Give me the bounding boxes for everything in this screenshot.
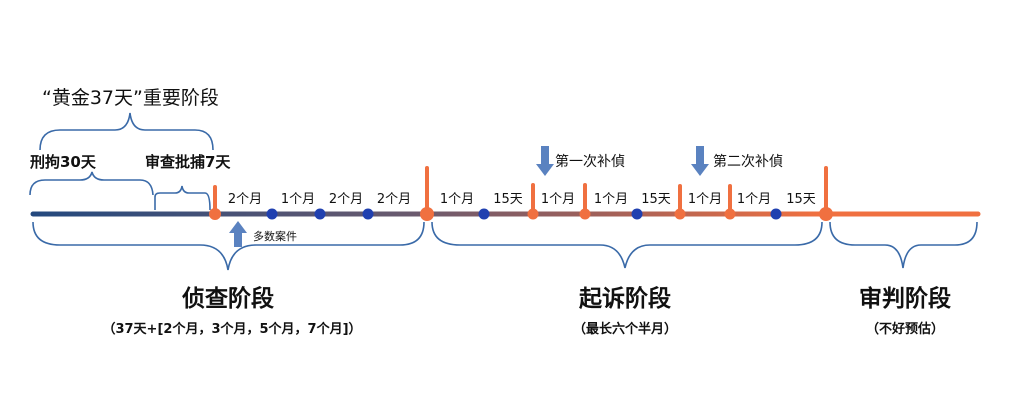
brace-review [154,185,211,211]
stage-note: （最长六个半月） [573,321,677,337]
brace-investigation [32,221,425,271]
most-cases-label: 多数案件 [253,229,297,243]
blue-dots [266,208,782,220]
segment-label: 15天 [641,192,671,207]
segment-label: 1个月 [440,192,474,207]
stage-titles: 侦查阶段 （37天+[2个月，3个月，5个月，7个月]） 起诉阶段 （最长六个半… [102,285,951,337]
stage-name: 审判阶段 [859,285,951,312]
arrow-down-icon [691,146,709,176]
arrows [229,146,709,247]
braces [29,112,978,271]
stage-name: 侦查阶段 [182,285,274,312]
segment-label: 2个月 [377,192,411,207]
segment-label: 1个月 [541,192,575,207]
segment-label: 2个月 [228,192,262,207]
brace-prosecution [431,221,823,269]
arrow-down-icon [536,146,554,176]
stage-note: （37天+[2个月，3个月，5个月，7个月]） [102,321,361,337]
title: “黄金37天”重要阶段 [42,87,219,109]
segment-label: 1个月 [688,192,722,207]
detention-label: 刑拘30天 [30,153,97,171]
segment-labels: 2个月 1个月 2个月 2个月 1个月 15天 1个月 1个月 15天 1个月 … [228,192,816,207]
segment-label: 1个月 [737,192,771,207]
stage-ticks [213,166,828,216]
supplement-1-label: 第一次补偵 [555,153,625,170]
review-label: 审查批捕7天 [145,153,231,171]
brace-trial [829,221,978,269]
brace-detention [29,171,154,196]
segment-label: 15天 [786,192,816,207]
segment-label: 15天 [493,192,523,207]
arrow-up-icon [229,221,247,247]
brace-golden-37-days [39,112,214,151]
segment-label: 2个月 [329,192,363,207]
orange-markers [209,207,833,221]
stage-note: （不好预估） [866,321,944,337]
supplement-2-label: 第二次补偵 [713,153,783,170]
stage-name: 起诉阶段 [579,285,671,312]
segment-label: 1个月 [594,192,628,207]
segment-label: 1个月 [281,192,315,207]
